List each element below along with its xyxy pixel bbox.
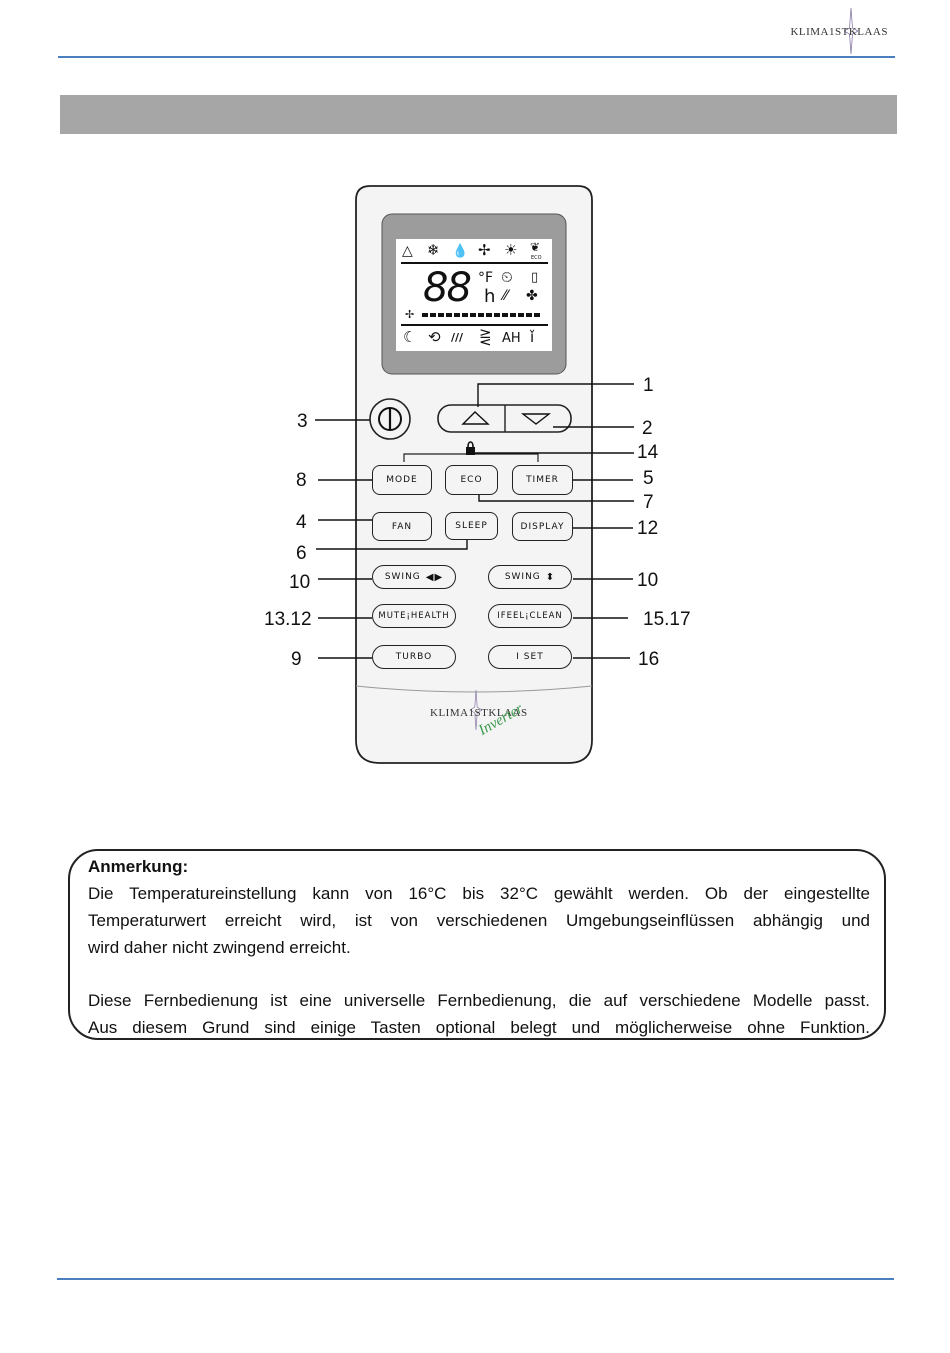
star-logo-icon: [844, 8, 858, 54]
note-line: Die Temperatureinstellung kann von 16°C …: [88, 884, 870, 903]
iset-button[interactable]: I SET: [488, 645, 572, 669]
mute-health-button[interactable]: MUTE¡HEALTH: [372, 604, 456, 628]
swing-vertical-button[interactable]: SWING ⬍: [488, 565, 572, 589]
callout-10-right: 10: [637, 570, 659, 591]
swing-horizontal-label: SWING: [384, 572, 421, 582]
lcd-auto-icon: △: [402, 243, 413, 259]
lcd-air-icon: ⋛: [479, 328, 492, 346]
remote-star-icon: [470, 690, 482, 730]
note-line: Temperaturwert erreicht wird, ist von ve…: [88, 911, 870, 930]
turbo-button[interactable]: TURBO: [372, 645, 456, 669]
lcd-battery-icon: ▯: [531, 270, 539, 285]
note-gap: [88, 961, 870, 987]
lock-icon: [466, 447, 475, 455]
sleep-button[interactable]: SLEEP: [445, 512, 498, 540]
lcd-clock-icon: ⟲: [428, 328, 441, 346]
arrows-left-right-icon: ◀▶: [425, 571, 444, 583]
footer-rule: [57, 1278, 894, 1280]
callout-14: 14: [637, 442, 659, 463]
callout-7: 7: [643, 492, 654, 513]
lcd-panel: [396, 239, 552, 351]
note-line: wird daher nicht zwingend erreicht.: [88, 938, 351, 957]
lcd-heat-icon: ☀: [504, 241, 518, 259]
lcd-fan-speed-icon: ✢: [405, 308, 415, 321]
lcd-ah-label: AH: [502, 331, 521, 346]
note-box: Anmerkung: Die Temperatureinstellung kan…: [68, 849, 886, 1040]
lcd-ifeel-icon: ǐ: [530, 328, 535, 346]
callout-2: 2: [642, 418, 653, 439]
lcd-fan-icon: ✢: [478, 241, 491, 259]
callout-3: 3: [297, 411, 308, 432]
callout-8: 8: [296, 470, 307, 491]
temp-down-icon: [520, 413, 552, 425]
lcd-eco-icon: ❦: [530, 240, 541, 254]
ifeel-clean-button[interactable]: IFEEL¡CLEAN: [488, 604, 572, 628]
remote-divider: [355, 685, 593, 693]
callout-5: 5: [643, 468, 654, 489]
header-rule: [58, 56, 895, 58]
timer-button[interactable]: TIMER: [512, 465, 573, 495]
lcd-timer-icon: ⏲: [501, 268, 513, 286]
lcd-health-icon: ///: [451, 331, 464, 344]
eco-button[interactable]: ECO: [445, 465, 498, 495]
swing-vertical-label: SWING: [504, 572, 541, 582]
lcd-cool-icon: ❄: [427, 241, 440, 259]
display-button[interactable]: DISPLAY: [512, 512, 573, 541]
lcd-swing-icon: ✤: [526, 288, 538, 304]
swing-horizontal-button[interactable]: SWING ◀▶: [372, 565, 456, 589]
callout-9: 9: [291, 649, 302, 670]
temp-up-icon: [461, 411, 490, 425]
lcd-digits: 88: [423, 265, 472, 311]
lcd-unit-f: °F: [478, 270, 494, 286]
callout-4: 4: [296, 512, 307, 533]
lcd-eco-label: ECO: [531, 255, 542, 261]
arrows-up-down-icon: ⬍: [545, 571, 556, 583]
remote-brand: KLIMA1STKLAAS: [430, 707, 528, 719]
fan-button[interactable]: FAN: [372, 512, 432, 541]
callout-16: 16: [638, 649, 660, 670]
brand-logo: KLIMA1STKLAAS: [790, 8, 888, 54]
lcd-sleep-icon: ☾: [403, 328, 417, 346]
callout-10-left: 10: [289, 572, 311, 593]
callout-15-17: 15.17: [643, 609, 691, 630]
brand-name: KLIMA1STKLAAS: [790, 26, 888, 38]
lcd-signal-icon: ⁄⁄: [503, 288, 508, 304]
remote-diagram: [315, 185, 634, 764]
lcd-dry-icon: 💧: [452, 244, 469, 259]
mode-button[interactable]: MODE: [372, 465, 432, 495]
section-band: [60, 95, 897, 134]
note-line: Aus diesem Grund sind einige Tasten opti…: [88, 1018, 870, 1037]
callout-6: 6: [296, 543, 307, 564]
note-line: Diese Fernbedienung ist eine universelle…: [88, 991, 870, 1010]
lcd-unit-h: h: [484, 286, 496, 307]
callout-13-12: 13.12: [264, 609, 312, 630]
note-title: Anmerkung:: [88, 857, 189, 876]
callout-12: 12: [637, 518, 659, 539]
callout-1: 1: [643, 375, 654, 396]
